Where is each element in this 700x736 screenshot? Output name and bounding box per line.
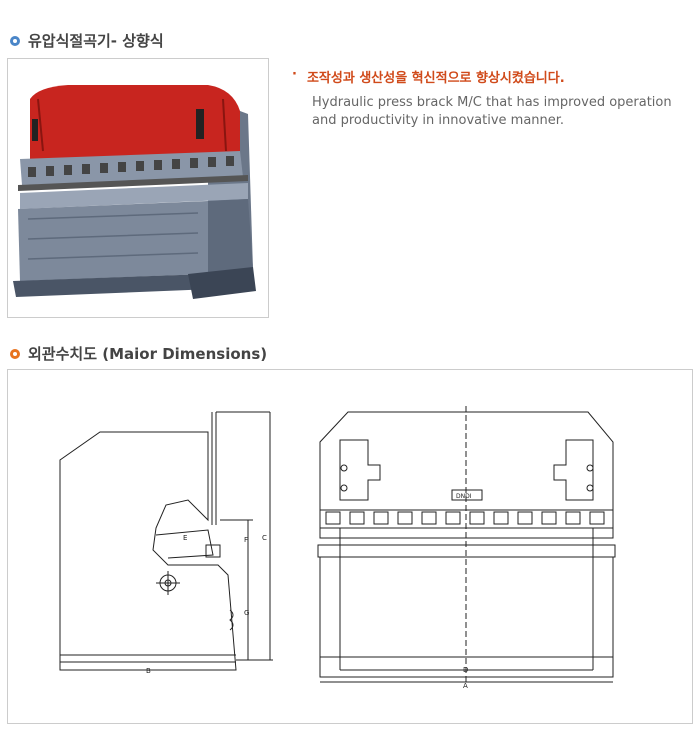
dim-label-g: G — [244, 609, 249, 617]
bullet-dot: · — [292, 67, 297, 82]
dimension-drawing: B C E F G DNDI — [59, 406, 616, 690]
dim-label-e: E — [183, 534, 187, 542]
headline-text: 조작성과 생산성을 혁신적으로 향상시켰습니다. — [306, 71, 565, 86]
section-title: 외관수치도 (Maior Dimensions) — [28, 345, 268, 363]
front-view: DNDI D A — [317, 406, 616, 690]
dim-label-d: D — [463, 666, 468, 674]
section-header-dimensions: 외관수치도 (Maior Dimensions) — [10, 343, 267, 364]
side-view: B C E F G — [59, 411, 273, 675]
press-brake-illustration — [13, 85, 256, 299]
product-photo — [7, 58, 269, 318]
circle-bullet-icon — [10, 348, 20, 359]
section-title: 유압식절곡기- 상향식 — [28, 32, 164, 50]
dimension-drawing-frame: B C E F G DNDI — [7, 369, 693, 724]
dim-label-f: F — [244, 536, 248, 544]
section-header-hydraulic: 유압식절곡기- 상향식 — [10, 30, 164, 51]
circle-bullet-icon — [10, 35, 20, 46]
product-description: · 조작성과 생산성을 혁신적으로 향상시켰습니다. Hydraulic pre… — [292, 67, 682, 130]
headline: · 조작성과 생산성을 혁신적으로 향상시켰습니다. — [292, 67, 682, 86]
dim-label-a: A — [463, 682, 468, 690]
plate-label: DNDI — [456, 493, 472, 500]
english-description: Hydraulic press brack M/C that has impro… — [312, 95, 672, 128]
dim-label-b: B — [146, 667, 151, 675]
dim-label-c: C — [262, 534, 267, 542]
